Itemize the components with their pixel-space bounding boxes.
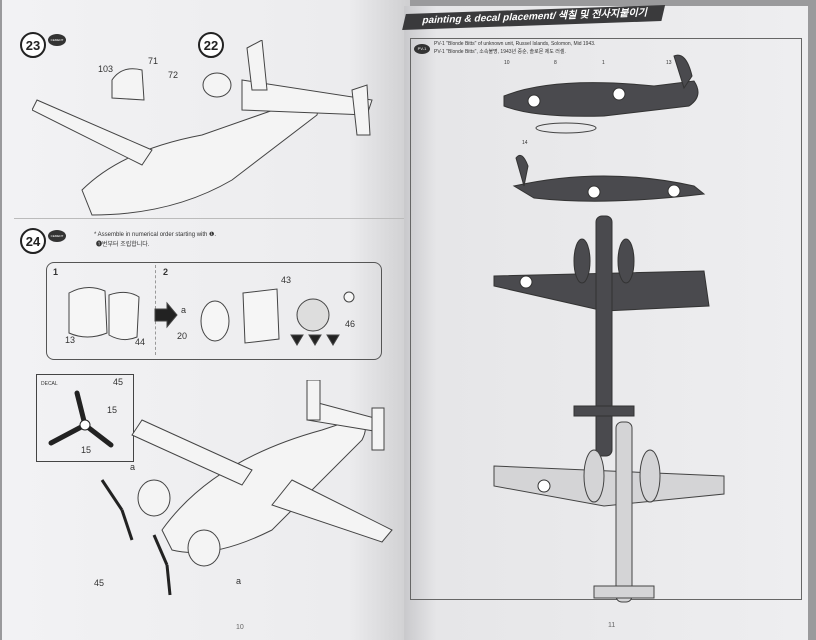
marker-a: a <box>236 576 242 586</box>
engine-parts-drawing <box>68 287 355 346</box>
callout-number: 13 <box>666 60 672 66</box>
part-number: 72 <box>168 70 179 80</box>
sub-step-22: 22 <box>198 32 224 58</box>
marker-a: a <box>181 305 187 315</box>
part-number: 45 <box>113 377 124 387</box>
cement-icon: CEMENT <box>48 34 66 46</box>
assembly-note-en: * Assemble in numerical order starting w… <box>94 232 217 238</box>
step-23-number: 23 <box>20 32 46 58</box>
page-number: 11 <box>608 622 616 629</box>
aircraft-views-drawing <box>493 54 725 603</box>
decal-label: DECAL <box>41 381 58 387</box>
assembly-note-ko: ❶번부터 조립합니다. <box>96 242 150 248</box>
callout-number: 1 <box>602 60 605 66</box>
part-number: 71 <box>148 56 159 66</box>
divider <box>14 218 410 219</box>
side-view-right <box>512 175 706 202</box>
propeller-drawing <box>48 390 114 448</box>
drop-tank <box>535 122 597 134</box>
part-number: 15 <box>81 445 92 455</box>
section-header: painting & decal placement/ 색칠 및 전사지붙이기 <box>402 5 666 30</box>
aircraft-assembly-drawing-24 <box>100 380 393 596</box>
marker-a: a <box>130 462 136 472</box>
right-page: painting & decal placement/ 색칠 및 전사지붙이기 … <box>402 5 808 640</box>
part-number: 46 <box>345 319 356 329</box>
aircraft-assembly-drawing-23 <box>32 40 373 216</box>
part-number: 43 <box>281 275 292 285</box>
left-page: 23 CEMENT 22 103 71 72 24 CEMENT * Assem… <box>2 0 410 640</box>
scheme-badge: PV-1 <box>414 44 430 54</box>
part-number: 44 <box>135 337 146 347</box>
side-view-left <box>503 80 699 117</box>
callout-number: 8 <box>554 60 557 66</box>
callout-number: 10 <box>504 60 510 66</box>
sub-step-2: 2 <box>163 267 169 277</box>
part-number: 20 <box>177 331 188 341</box>
page-number: 10 <box>236 624 244 631</box>
part-number: 15 <box>107 405 118 415</box>
part-number: 45 <box>94 578 105 588</box>
callout-number: 14 <box>522 140 528 146</box>
sub-step-1: 1 <box>53 267 59 277</box>
step-24-number: 24 <box>20 228 46 254</box>
propeller-detail-box: DECAL 45 15 15 <box>36 374 134 462</box>
part-number: 13 <box>65 335 76 345</box>
part-number: 103 <box>98 64 114 74</box>
cement-icon: CEMENT <box>48 230 66 242</box>
bottom-view <box>493 421 725 603</box>
scheme-caption-en: PV-1 "Blonde Bitts" of unknown unit, Rus… <box>434 41 596 47</box>
scheme-caption-ko: PV-1 "Blonde Bitts", 소속불명, 1943년 중순, 솔로몬… <box>434 49 566 55</box>
sub-assembly-box: 1 2 13 44 20 43 46 a <box>46 262 382 360</box>
painting-frame <box>410 38 802 600</box>
